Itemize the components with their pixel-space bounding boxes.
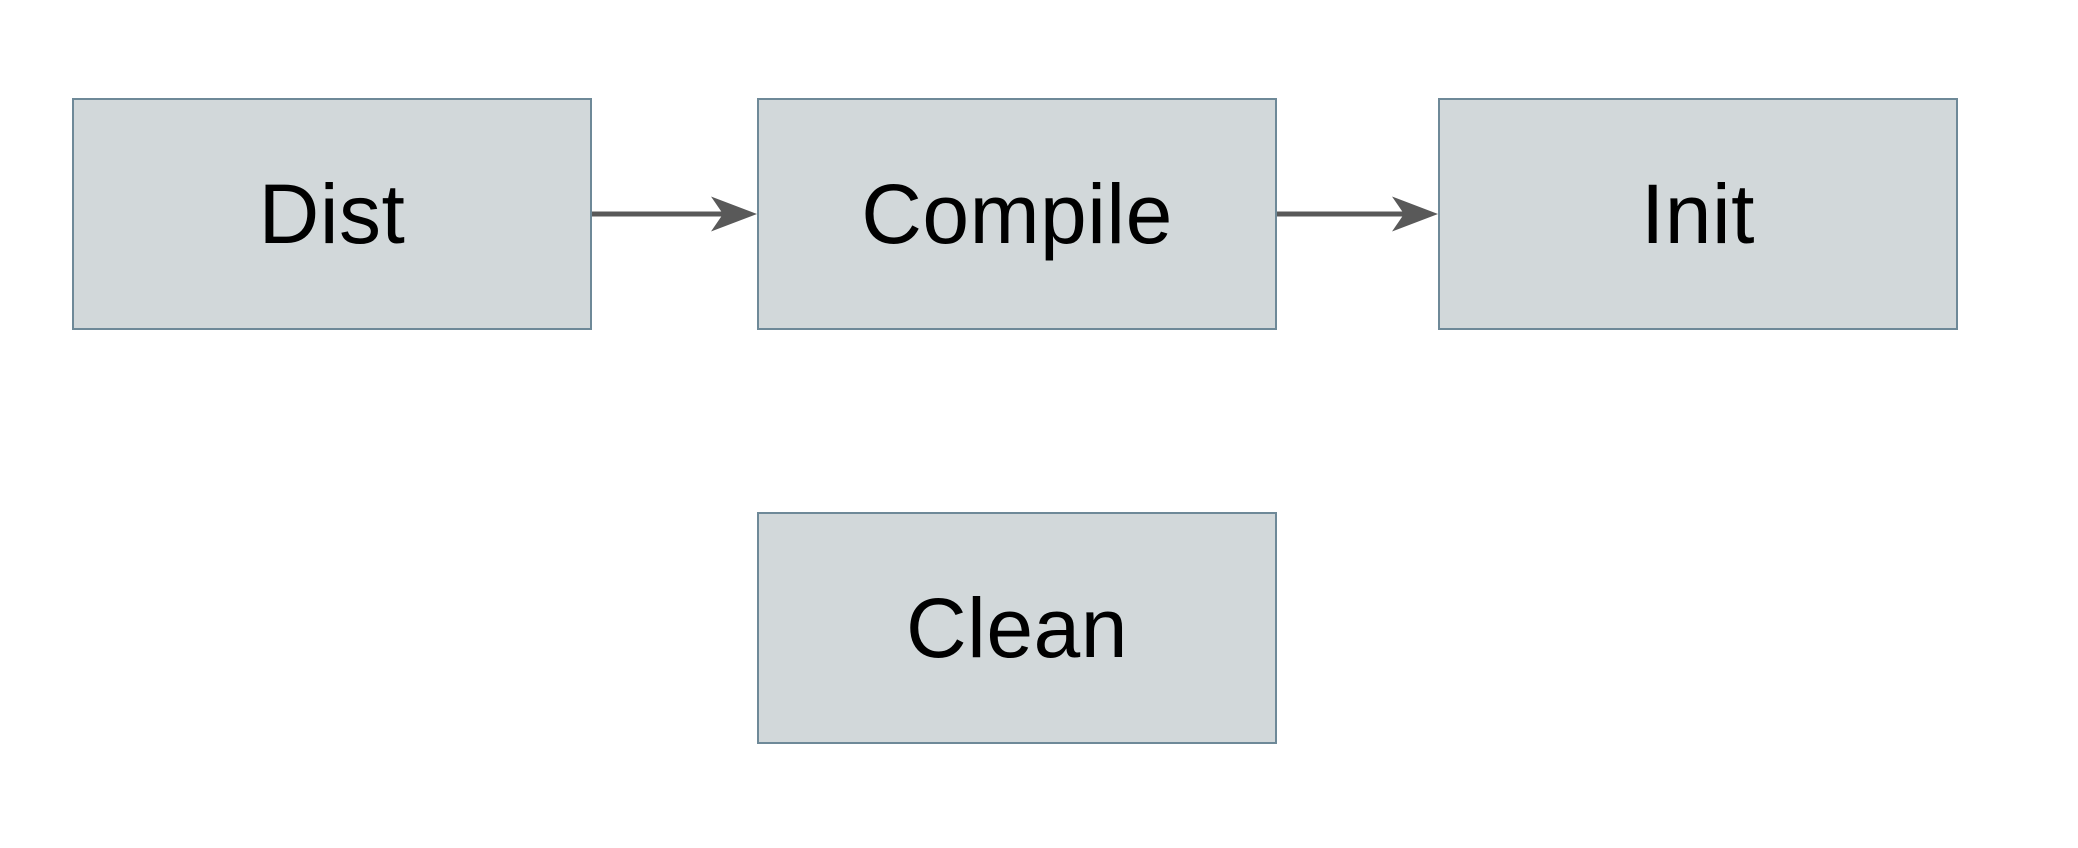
node-dist-label: Dist: [258, 166, 406, 261]
node-clean-label: Clean: [906, 580, 1128, 675]
arrow-compile-to-init[interactable]: [1277, 190, 1438, 238]
node-clean[interactable]: Clean: [757, 512, 1277, 744]
node-init-label: Init: [1640, 166, 1756, 261]
arrow-head-icon: [1392, 196, 1438, 232]
arrow-dist-to-compile[interactable]: [592, 190, 757, 238]
arrow-shaft: [592, 211, 725, 217]
node-compile-label: Compile: [861, 166, 1173, 261]
node-init[interactable]: Init: [1438, 98, 1958, 330]
node-compile[interactable]: Compile: [757, 98, 1277, 330]
arrow-shaft: [1277, 211, 1406, 217]
arrow-head-icon: [711, 196, 757, 232]
node-dist[interactable]: Dist: [72, 98, 592, 330]
